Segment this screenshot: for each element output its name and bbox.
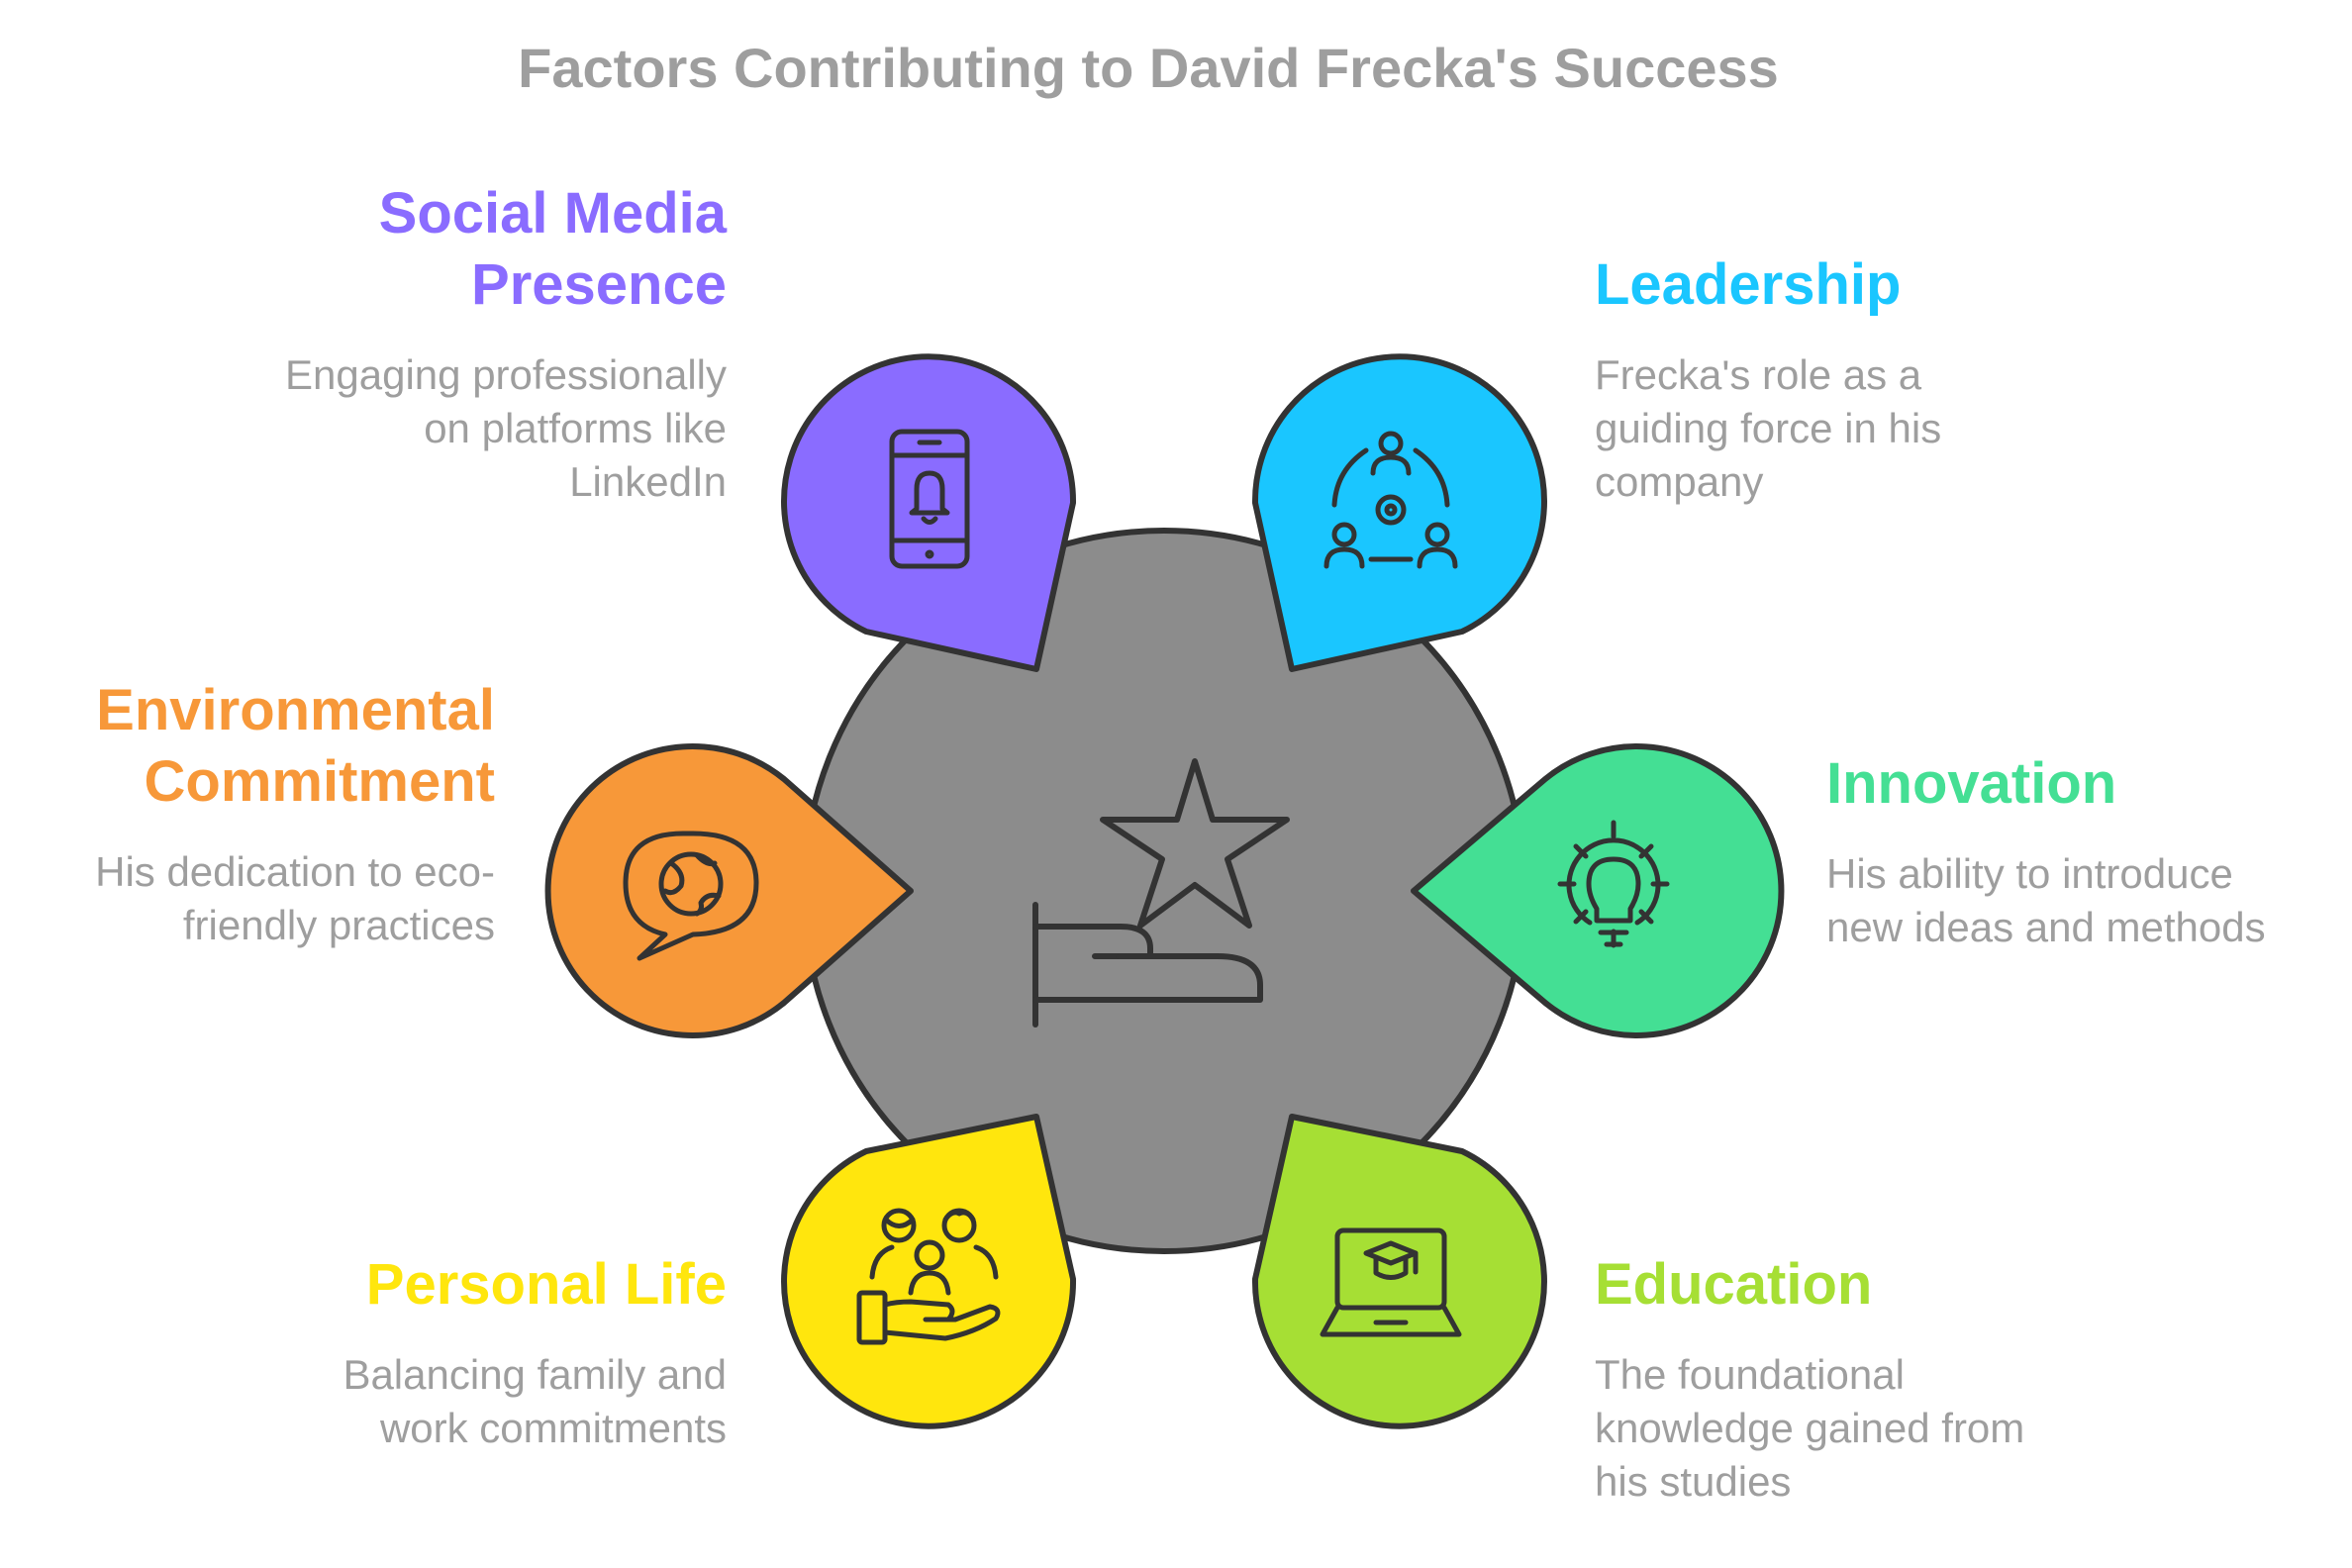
desc-line: Balancing family and bbox=[343, 1351, 727, 1398]
desc-line: His dedication to eco- bbox=[95, 848, 495, 895]
factor-education: Education The foundational knowledge gai… bbox=[1595, 1249, 2109, 1509]
factor-innovation-desc: His ability to introduce new ideas and m… bbox=[1826, 847, 2341, 954]
desc-line: work commitments bbox=[379, 1405, 727, 1451]
factor-leadership: Leadership Frecka's role as a guiding fo… bbox=[1595, 249, 2109, 509]
title-line: Environmental bbox=[96, 678, 495, 742]
factor-innovation: Innovation His ability to introduce new … bbox=[1826, 748, 2341, 954]
desc-line: Engaging professionally bbox=[285, 351, 727, 398]
title-line: Innovation bbox=[1826, 751, 2117, 816]
factor-social-media-desc: Engaging professionally on platforms lik… bbox=[228, 348, 727, 509]
hand-star-icon bbox=[1032, 758, 1290, 1028]
teardrop-innovation[interactable] bbox=[1411, 743, 1785, 1038]
factor-personal-life: Personal Life Balancing family and work … bbox=[232, 1249, 727, 1455]
title-line: Commitment bbox=[144, 749, 495, 814]
desc-line: LinkedIn bbox=[569, 458, 727, 505]
factor-leadership-title: Leadership bbox=[1595, 249, 2109, 321]
diagram-title: Factors Contributing to David Frecka's S… bbox=[518, 37, 1779, 99]
desc-line: guiding force in his bbox=[1595, 405, 1942, 451]
teardrop-environmental[interactable] bbox=[544, 743, 914, 1038]
title-line: Leadership bbox=[1595, 252, 1902, 317]
factor-social-media-title: Social Media Presence bbox=[228, 178, 727, 321]
factor-environmental: Environmental Commitment His dedication … bbox=[20, 675, 495, 952]
team-gear-icon bbox=[1323, 431, 1458, 569]
gear-lightbulb-icon bbox=[1557, 820, 1670, 948]
factor-social-media: Social Media Presence Engaging professio… bbox=[228, 178, 727, 509]
laptop-graduation-icon bbox=[1320, 1227, 1462, 1337]
title-line: Social Media bbox=[378, 181, 727, 245]
family-hand-icon bbox=[856, 1208, 1001, 1345]
teardrop-leadership[interactable] bbox=[1251, 353, 1547, 672]
factor-environmental-desc: His dedication to eco- friendly practice… bbox=[20, 845, 495, 952]
desc-line: The foundational bbox=[1595, 1351, 1905, 1398]
desc-line: knowledge gained from bbox=[1595, 1405, 2025, 1451]
factor-education-desc: The foundational knowledge gained from h… bbox=[1595, 1348, 2109, 1509]
desc-line: new ideas and methods bbox=[1826, 904, 2266, 950]
desc-line: Frecka's role as a bbox=[1595, 351, 1922, 398]
factor-education-title: Education bbox=[1595, 1249, 2109, 1321]
factor-leadership-desc: Frecka's role as a guiding force in his … bbox=[1595, 348, 2109, 509]
factor-innovation-title: Innovation bbox=[1826, 748, 2341, 820]
globe-chat-icon bbox=[623, 831, 759, 961]
mobile-bell-icon bbox=[889, 429, 970, 569]
desc-line: on platforms like bbox=[424, 405, 727, 451]
desc-line: His ability to introduce bbox=[1826, 850, 2233, 897]
desc-line: company bbox=[1595, 458, 1764, 505]
title-line: Personal Life bbox=[365, 1252, 727, 1317]
factor-personal-life-title: Personal Life bbox=[232, 1249, 727, 1321]
teardrop-education[interactable] bbox=[1251, 1114, 1547, 1429]
factor-personal-life-desc: Balancing family and work commitments bbox=[232, 1348, 727, 1455]
title-line: Presence bbox=[471, 252, 727, 317]
title-line: Education bbox=[1595, 1252, 1873, 1317]
factor-environmental-title: Environmental Commitment bbox=[20, 675, 495, 818]
desc-line: friendly practices bbox=[182, 902, 495, 948]
desc-line: his studies bbox=[1595, 1458, 1792, 1505]
